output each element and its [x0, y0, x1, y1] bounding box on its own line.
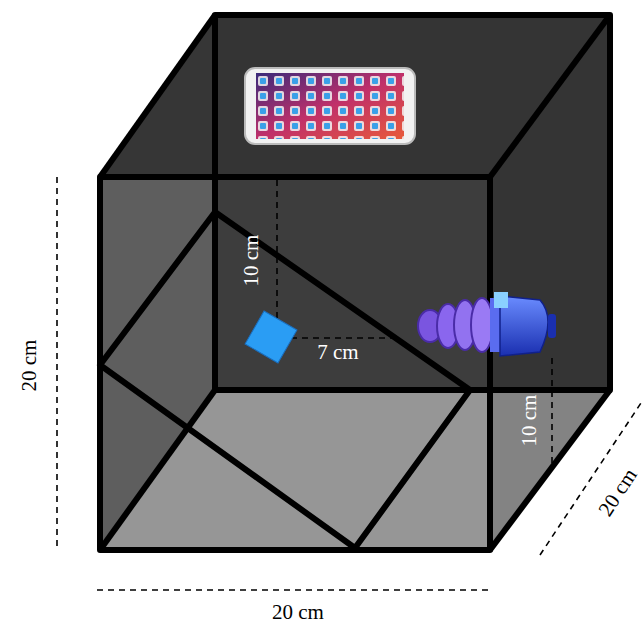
dimension-label: 20 cm [595, 465, 641, 520]
dimension-label: 20 cm [20, 339, 41, 391]
dimension-label: 20 cm [272, 602, 324, 623]
dimension-label: 10 cm [520, 394, 541, 446]
dimension-label: 7 cm [317, 342, 358, 363]
dimension-label: 10 cm [242, 234, 263, 286]
